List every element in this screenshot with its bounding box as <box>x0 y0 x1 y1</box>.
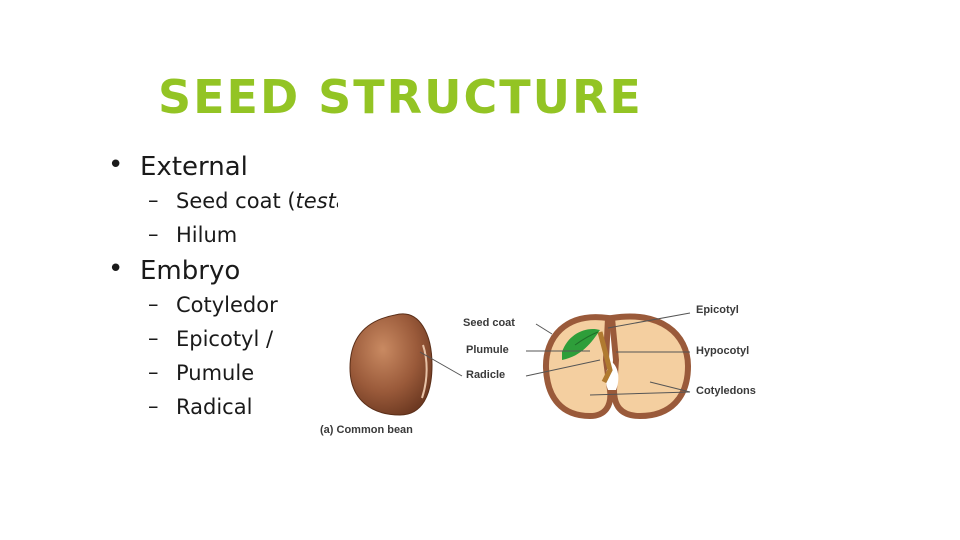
label-seed-coat: Seed coat <box>463 317 515 329</box>
embryo-axis <box>597 331 613 384</box>
label-hypocotyl: Hypocotyl <box>696 345 750 357</box>
subbullet-pumule-text: Pumule <box>176 361 255 385</box>
subbullet-hilum: – Hilum <box>108 218 338 252</box>
subbullet-seed-coat: – Seed coat (testa) <box>108 184 338 218</box>
hilum-mark <box>421 344 428 399</box>
bullet-list: • External – Seed coat (testa) – Hilum •… <box>108 152 338 424</box>
label-cotyledons: Cotyledons <box>696 385 756 397</box>
bean-figure: Seed coat Plumule Radicle Epicotyl Hypoc… <box>300 290 800 450</box>
bullet-label-external: External <box>140 152 248 182</box>
dash-marker: – <box>148 326 159 350</box>
figure-caption: (a) Common bean <box>320 424 413 436</box>
subbullet-epicotyl: – Epicotyl / <box>108 322 338 356</box>
subbullet-cotyledor-text: Cotyledor <box>176 293 278 317</box>
bullet-dot: • <box>108 254 124 284</box>
dash-marker: – <box>148 188 159 212</box>
bean-illustration <box>349 312 692 420</box>
dash-marker: – <box>148 360 159 384</box>
subbullet-epicotyl-text: Epicotyl / <box>176 327 274 351</box>
label-plumule: Plumule <box>466 344 509 356</box>
dash-marker: – <box>148 394 159 418</box>
label-epicotyl: Epicotyl <box>696 304 739 316</box>
dash-marker: – <box>148 222 159 246</box>
bullet-embryo: • Embryo <box>108 254 338 286</box>
leader-lines <box>419 312 691 396</box>
left-cotyledon <box>542 314 614 420</box>
label-radicle: Radicle <box>466 369 506 381</box>
bullet-dot: • <box>108 152 124 180</box>
right-cotyledon <box>608 313 692 420</box>
bullet-label-embryo: Embryo <box>140 256 241 286</box>
whole-bean <box>349 313 433 416</box>
subbullet-radical: – Radical <box>108 390 338 424</box>
subbullet-radical-text: Radical <box>176 395 253 419</box>
subbullet-cotyledor: – Cotyledor <box>108 288 338 322</box>
bean-section <box>542 313 692 420</box>
dash-marker: – <box>148 292 159 316</box>
subbullet-hilum-text: Hilum <box>176 223 238 247</box>
plumule-leaf <box>562 328 600 360</box>
subbullet-seed-coat-text: Seed coat ( <box>176 189 296 213</box>
subbullet-seed-coat-italic: testa <box>295 189 338 213</box>
bullet-external: • External <box>108 152 338 182</box>
slide-title: SEED STRUCTURE <box>158 70 643 124</box>
subbullet-pumule: – Pumule <box>108 356 338 390</box>
